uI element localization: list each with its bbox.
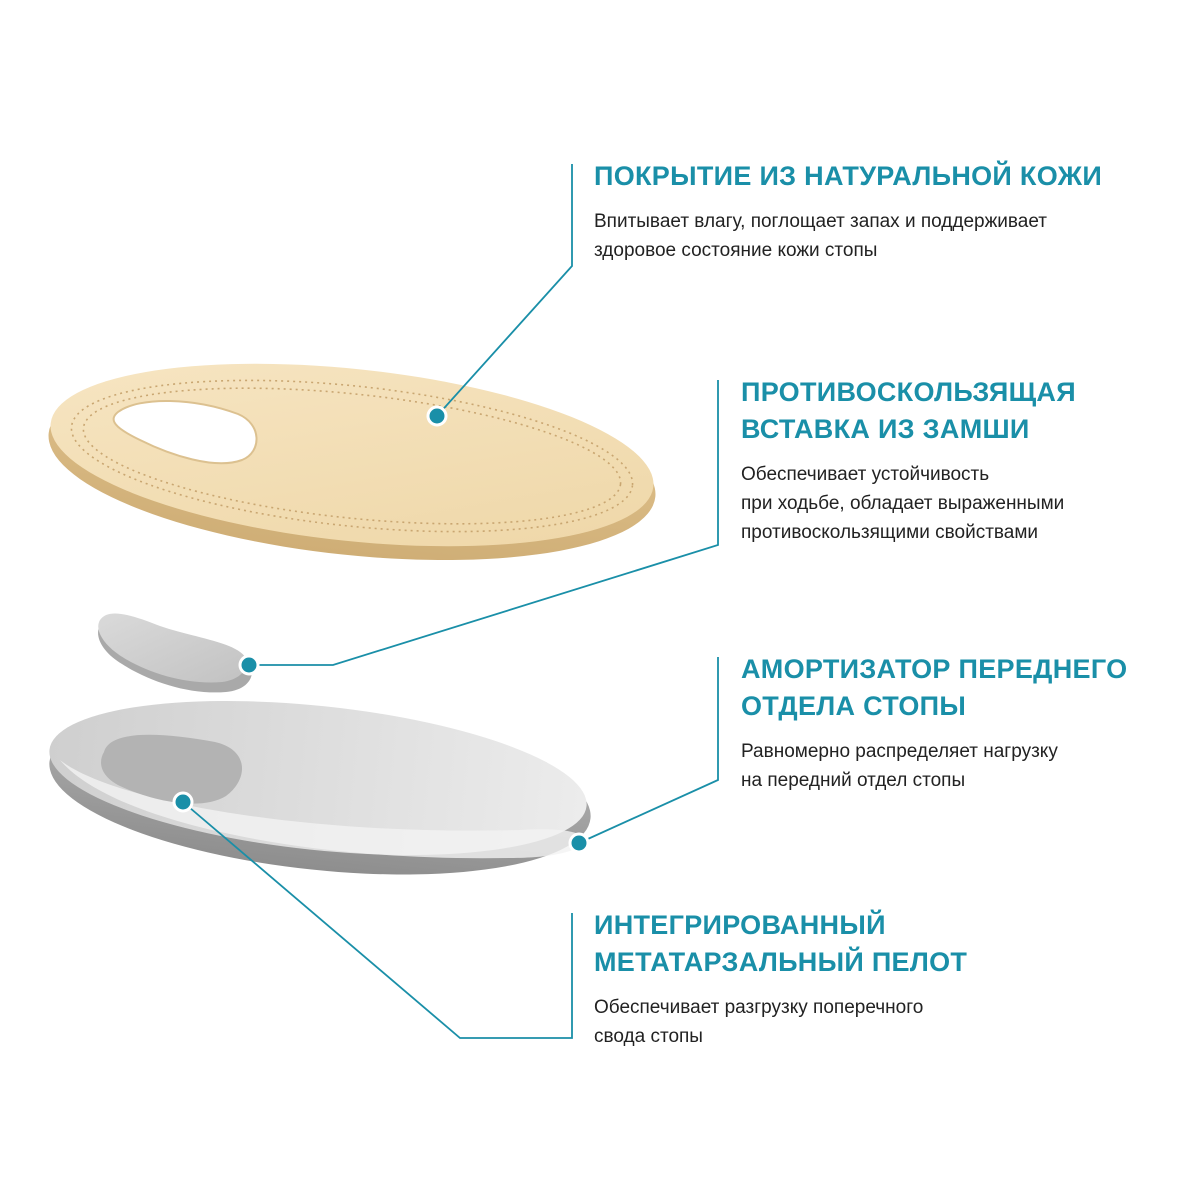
callout-description: Обеспечивает разгрузку поперечного свода… xyxy=(594,997,924,1047)
callout-description: Обеспечивает устойчивость при ходьбе, об… xyxy=(741,464,1065,543)
callout-title: ИНТЕГРИРОВАННЫЙ МЕТАТАРЗАЛЬНЫЙ ПЕЛОТ xyxy=(594,910,968,977)
leader-line-leather xyxy=(436,164,573,417)
suede-insert-layer xyxy=(98,613,252,693)
pad-dot-marker xyxy=(172,791,194,813)
callout-description: Равномерно распределяет нагрузку на пере… xyxy=(741,741,1058,791)
absorber-dot-marker xyxy=(568,832,590,854)
base-layer xyxy=(49,701,591,875)
leader-line-absorber xyxy=(578,657,719,844)
leader-line-suede xyxy=(249,380,719,666)
callout-title: АМОРТИЗАТОР ПЕРЕДНЕГО ОТДЕЛА СТОПЫ xyxy=(741,654,1128,721)
callout-metatarsal-pad: ИНТЕГРИРОВАННЫЙ МЕТАТАРЗАЛЬНЫЙ ПЕЛОТ Обе… xyxy=(594,907,1134,1051)
suede-dot-marker xyxy=(238,654,260,676)
callout-title: ПОКРЫТИЕ ИЗ НАТУРАЛЬНОЙ КОЖИ xyxy=(594,161,1103,191)
leader-lines xyxy=(182,164,719,1039)
leader-line-pad xyxy=(182,801,573,1039)
callout-natural-leather-cover: ПОКРЫТИЕ ИЗ НАТУРАЛЬНОЙ КОЖИ Впитывает в… xyxy=(594,158,1174,265)
callout-suede-anti-slip-insert: ПРОТИВОСКОЛЬЗЯЩАЯ ВСТАВКА ИЗ ЗАМШИ Обесп… xyxy=(741,374,1181,547)
leader-dots xyxy=(172,405,590,854)
callout-forefoot-shock-absorber: АМОРТИЗАТОР ПЕРЕДНЕГО ОТДЕЛА СТОПЫ Равно… xyxy=(741,651,1181,795)
leather-cover-layer xyxy=(48,363,656,561)
leather-dot-marker xyxy=(426,405,448,427)
callout-description: Впитывает влагу, поглощает запах и подде… xyxy=(594,211,1048,261)
callout-title: ПРОТИВОСКОЛЬЗЯЩАЯ ВСТАВКА ИЗ ЗАМШИ xyxy=(741,377,1076,444)
